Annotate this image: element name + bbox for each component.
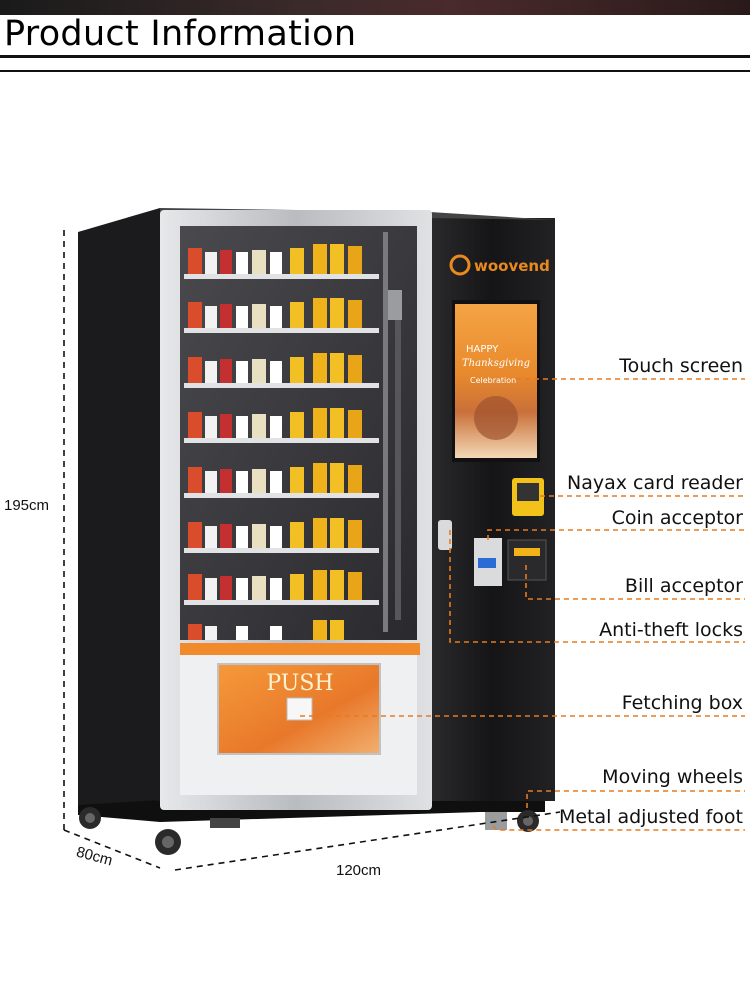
elevator-rail — [383, 232, 388, 632]
title-rule-bottom — [0, 70, 750, 72]
header-bar — [0, 0, 750, 15]
bill-acceptor — [507, 539, 547, 581]
brand-logo-icon — [449, 254, 471, 276]
screen-text-thanksgiving: Thanksgiving — [462, 358, 530, 369]
wheels — [79, 807, 539, 855]
callout-moving-wheels: Moving wheels — [602, 766, 743, 788]
title-rule-top — [0, 55, 750, 58]
product-rows — [188, 244, 362, 640]
lock-handle — [438, 520, 452, 550]
screen-text-celebration: Celebration — [470, 376, 516, 385]
callout-touch-screen: Touch screen — [619, 355, 743, 377]
callout-fetching-box: Fetching box — [621, 692, 743, 714]
callout-bill-acceptor: Bill acceptor — [624, 575, 743, 597]
height-dimension-label: 195cm — [4, 497, 50, 514]
callout-card-reader: Nayax card reader — [567, 472, 743, 494]
callout-anti-theft-locks: Anti-theft locks — [599, 619, 743, 641]
push-label: PUSH — [266, 671, 333, 696]
screen-text-happy: HAPPY — [466, 344, 499, 355]
brand-label: woovend — [474, 257, 550, 275]
flap-handle — [286, 697, 313, 721]
callout-coin-acceptor: Coin acceptor — [611, 507, 743, 529]
cabinet-side — [78, 208, 160, 812]
width-dimension-label: 120cm — [336, 862, 382, 879]
counter-strip — [180, 643, 420, 655]
callout-lines — [300, 378, 745, 831]
dimension-lines — [63, 230, 561, 871]
callout-adjusted-foot: Metal adjusted foot — [558, 806, 743, 828]
product-shelves — [184, 274, 379, 605]
page-title: Product Information — [4, 14, 357, 54]
